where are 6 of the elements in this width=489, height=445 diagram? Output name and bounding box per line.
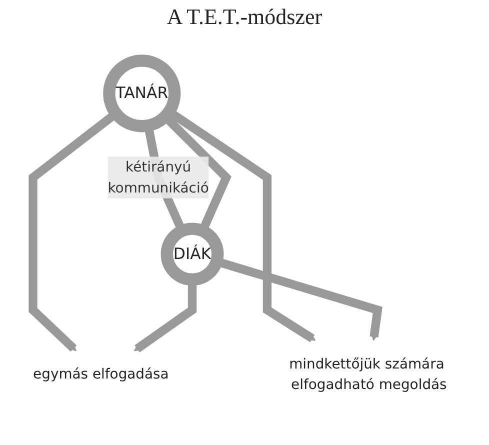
node-circle: TANÁR (103, 54, 181, 132)
edge-label: kétirányú kommunikáció (108, 158, 209, 196)
node-circle: DIÁK (160, 222, 224, 286)
diagram-title: A T.E.T.-módszer (166, 3, 324, 31)
node-text: mindkettőjük számára elfogadható megoldás (289, 355, 447, 393)
node-text: egymás elfogadása (33, 366, 169, 382)
